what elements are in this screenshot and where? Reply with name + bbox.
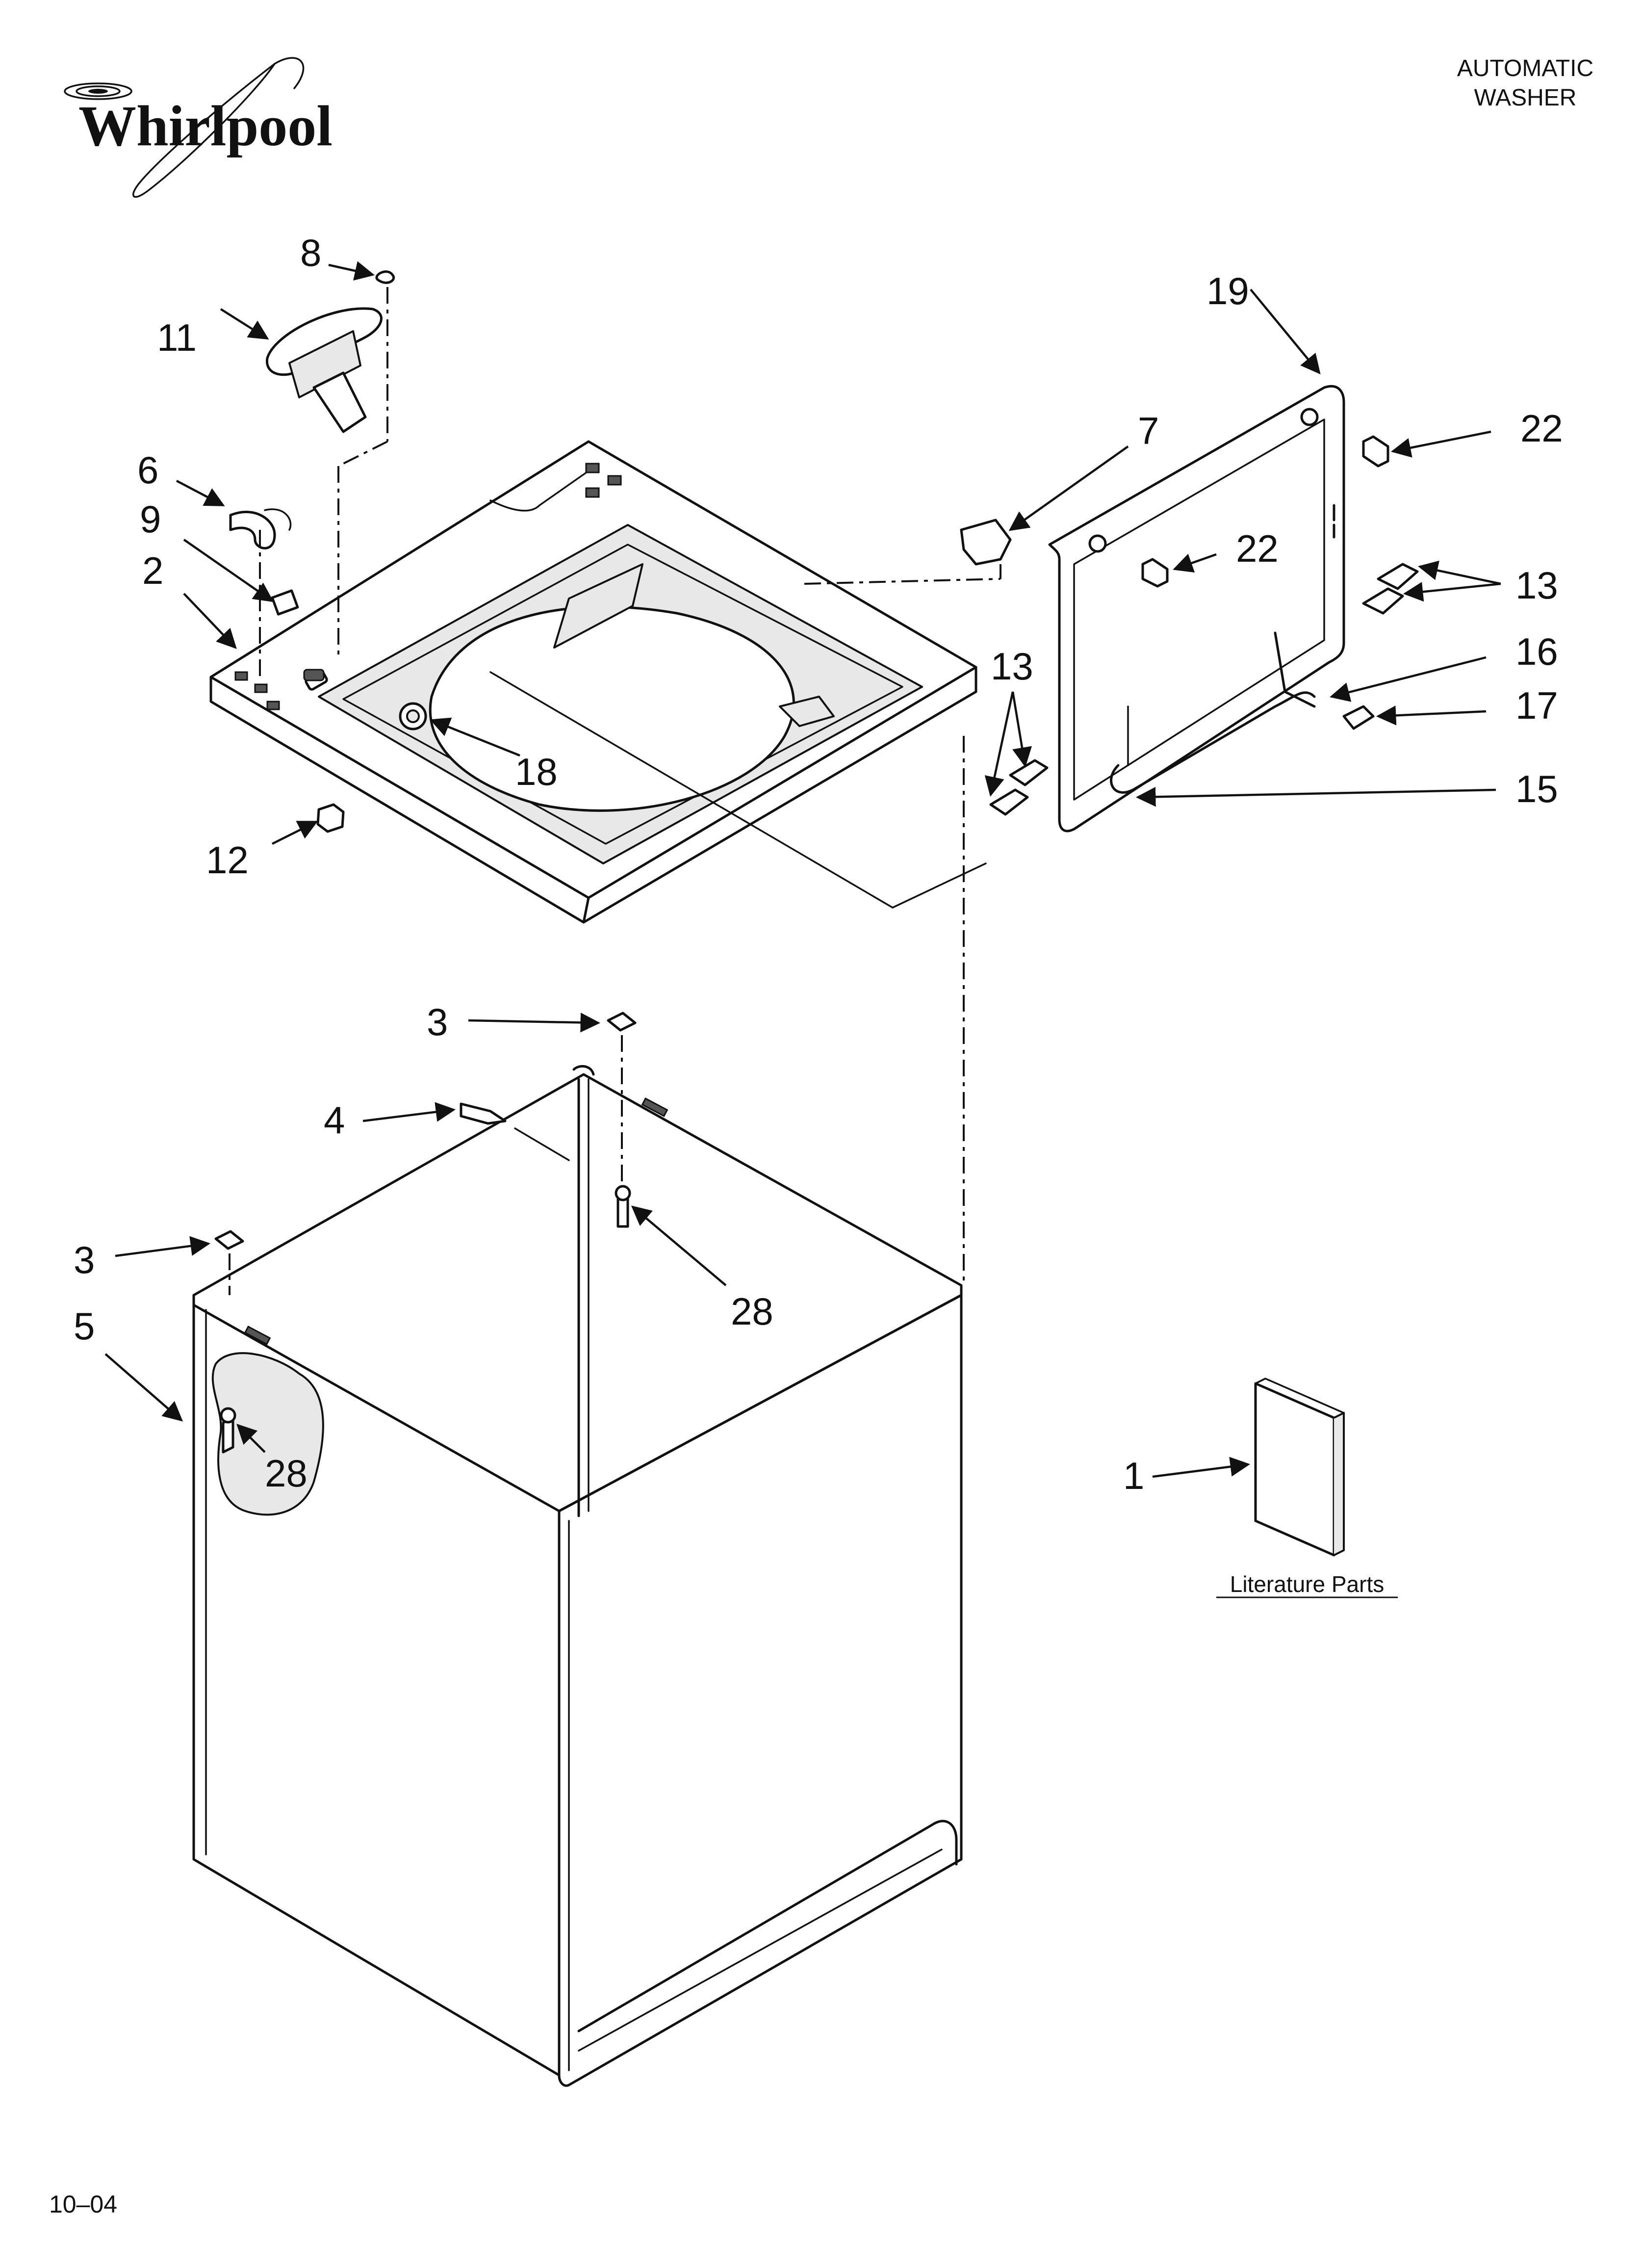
whirlpool-logo: Whirlpool — [64, 57, 333, 198]
nut-part — [316, 803, 345, 833]
washer-lid — [989, 385, 1419, 833]
date-code: 10–04 — [49, 2190, 117, 2218]
lid-switch-assembly — [266, 270, 395, 681]
brand-logo-text: Whirlpool — [78, 94, 333, 158]
callout-17: 17 — [1515, 684, 1558, 727]
callout-labels: 8 11 6 9 2 12 18 7 19 22 22 13 16 17 15 … — [74, 231, 1563, 1497]
callout-7: 7 — [1138, 409, 1159, 452]
callout-13-right: 13 — [1515, 564, 1558, 607]
callout-28-upper: 28 — [731, 1290, 773, 1333]
washer-top-console — [209, 440, 977, 924]
callout-8: 8 — [300, 231, 321, 274]
washer-cabinet — [192, 736, 965, 2087]
callout-5: 5 — [74, 1304, 95, 1348]
callout-18: 18 — [515, 750, 558, 793]
title-line-1: AUTOMATIC — [1457, 55, 1593, 81]
callout-1: 1 — [1123, 1454, 1144, 1497]
title-line-2: WASHER — [1474, 85, 1577, 111]
literature-parts-label: Literature Parts — [1230, 1571, 1384, 1597]
callout-arrows — [104, 261, 1501, 1478]
callout-11: 11 — [157, 316, 197, 359]
callout-3-lower: 3 — [74, 1238, 95, 1281]
callout-2: 2 — [142, 549, 163, 592]
callout-19: 19 — [1206, 269, 1249, 313]
lid-hinge-parts — [229, 508, 299, 677]
callout-22-lower: 22 — [1236, 527, 1279, 570]
callout-9: 9 — [140, 497, 161, 541]
callout-13-left: 13 — [991, 645, 1033, 688]
callout-28-lower: 28 — [265, 1452, 308, 1495]
callout-15: 15 — [1515, 767, 1558, 810]
callout-3-upper: 3 — [427, 1000, 448, 1043]
literature-booklet — [1254, 1378, 1345, 1557]
callout-4: 4 — [324, 1098, 345, 1142]
callout-16: 16 — [1515, 630, 1558, 673]
callout-12: 12 — [206, 838, 249, 882]
callout-6: 6 — [137, 448, 158, 492]
callout-22-upper: 22 — [1520, 407, 1563, 450]
hinge-bracket — [489, 519, 1012, 909]
